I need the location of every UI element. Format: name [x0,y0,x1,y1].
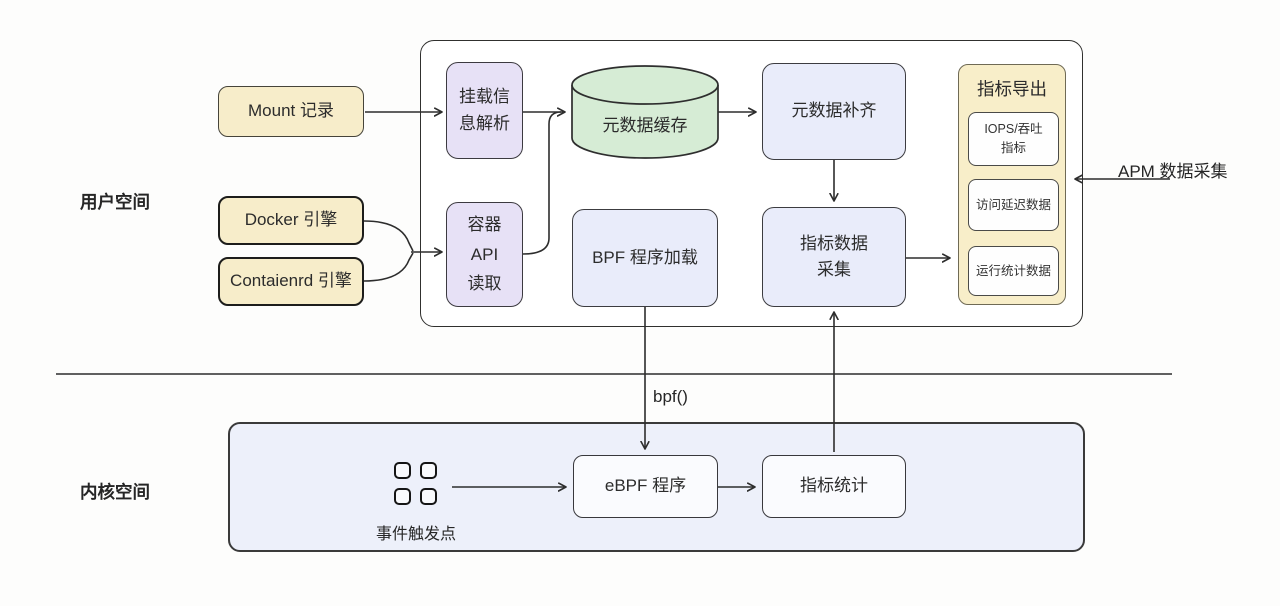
node-containerd-engine: Contaienrd 引擎 [218,257,364,306]
apm-collection-label: APM 数据采集 [1118,162,1228,181]
metric-export-panel: 指标导出 IOPS/吞吐 指标 访问延迟数据 运行统计数据 [958,64,1066,305]
trigger-square-icon [420,488,437,505]
node-docker-engine: Docker 引擎 [218,196,364,245]
trigger-square-icon [394,488,411,505]
connector-api-to-cache [522,111,562,255]
export-item-runtime-stats: 运行统计数据 [968,246,1059,296]
metadata-cache-cylinder [571,65,719,159]
user-space-label: 用户空间 [80,192,150,212]
export-item-access-latency: 访问延迟数据 [968,179,1059,231]
connector-docker-merge [363,220,414,252]
event-trigger-icon [394,462,438,506]
connector-containerd-merge [363,252,414,282]
node-metadata-cache-label: 元数据缓存 [602,115,688,135]
trigger-square-icon [394,462,411,479]
node-bpf-program-loader: BPF 程序加载 [572,209,718,307]
export-item-iops-throughput: IOPS/吞吐 指标 [968,112,1059,166]
node-container-api-reader: 容器 API 读取 [446,202,523,307]
trigger-square-icon [420,462,437,479]
node-mount-info-parser: 挂载信 息解析 [446,62,523,159]
metric-export-title: 指标导出 [977,79,1047,99]
event-trigger-label: 事件触发点 [375,526,456,543]
node-mount-record: Mount 记录 [218,86,364,137]
node-ebpf-program: eBPF 程序 [573,455,718,518]
kernel-space-label: 内核空间 [80,482,150,502]
node-metric-data-collector: 指标数据 采集 [762,207,906,307]
bpf-syscall-label: bpf() [653,387,688,406]
node-metric-statistics: 指标统计 [762,455,906,518]
node-metadata-completion: 元数据补齐 [762,63,906,160]
